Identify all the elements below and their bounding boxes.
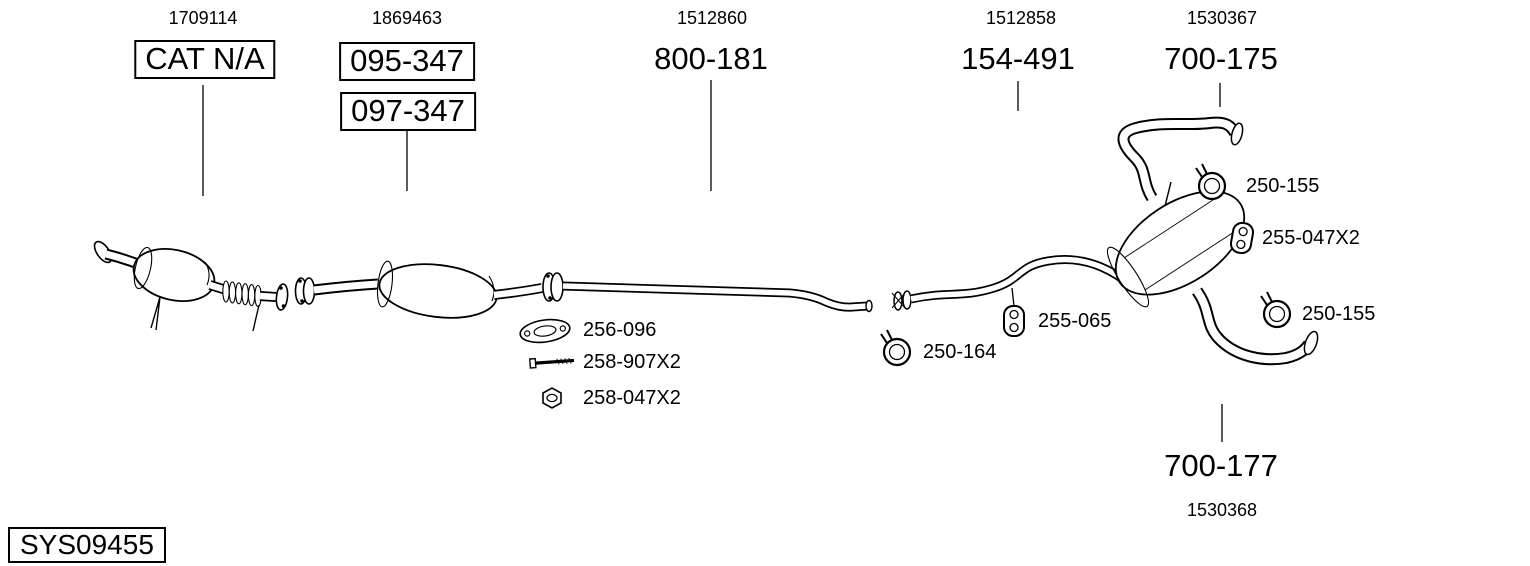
rear-pipe-shape [891,255,1127,311]
callout-clamp-lower[interactable]: 250-155 [1302,303,1376,325]
center-muffler-shape [378,263,498,319]
gasket-icon [519,318,571,344]
label-rear-muffler[interactable]: 700-175 [1164,41,1278,76]
rubber-hanger-icon [1229,221,1255,255]
rubber-hanger-icon [1003,305,1025,337]
ref-front-pipe: 1709114 [168,8,238,28]
flange-nut-icon [542,387,562,409]
system-code-badge: SYS09455 [8,527,166,563]
ref-tailpipe: 1530368 [1186,500,1258,520]
leader-lines [202,80,1223,442]
callout-gasket[interactable]: 256-096 [583,319,657,341]
ref-rear-muffler: 1530367 [1186,8,1258,28]
callout-bolt[interactable]: 258-907X2 [583,351,681,373]
clamp-icon [1260,291,1292,329]
upper-tailpipe-shape [1117,116,1244,202]
lower-tailpipe-shape [1191,287,1319,366]
callout-clamp-upper[interactable]: 250-155 [1246,175,1320,197]
front-pipe-and-catalyst-drawing [93,240,289,332]
label-rear-pipe[interactable]: 154-491 [961,41,1075,76]
ref-center-pipe: 1512860 [676,8,748,28]
label-center-muffler-a[interactable]: 095-347 [339,42,475,81]
callout-hanger-rear[interactable]: 255-047X2 [1262,227,1360,249]
label-catalyst[interactable]: CAT N/A [134,40,276,79]
label-center-pipe[interactable]: 800-181 [654,41,768,76]
rear-muffler-drawing [1106,181,1246,308]
label-tailpipe[interactable]: 700-177 [1164,448,1278,483]
rear-muffler-shape [1114,190,1246,296]
front-outlet-flange-shape [275,283,289,311]
label-center-muffler-b[interactable]: 097-347 [340,92,476,131]
center-muffler-drawing [294,260,564,319]
clamp-icon [880,329,912,367]
ref-rear-pipe: 1512858 [985,8,1057,28]
callout-hanger-center[interactable]: 255-065 [1038,310,1112,332]
center-pipe-shape [562,281,873,313]
callout-clamp-center[interactable]: 250-164 [923,341,997,363]
ref-center-muffler: 1869463 [371,8,443,28]
front-hanger-rod [150,296,161,331]
flex-pipe-shape [222,280,262,308]
bolt-icon [528,357,575,369]
callout-nut[interactable]: 258-047X2 [583,387,681,409]
clamp-icon [1195,163,1227,201]
